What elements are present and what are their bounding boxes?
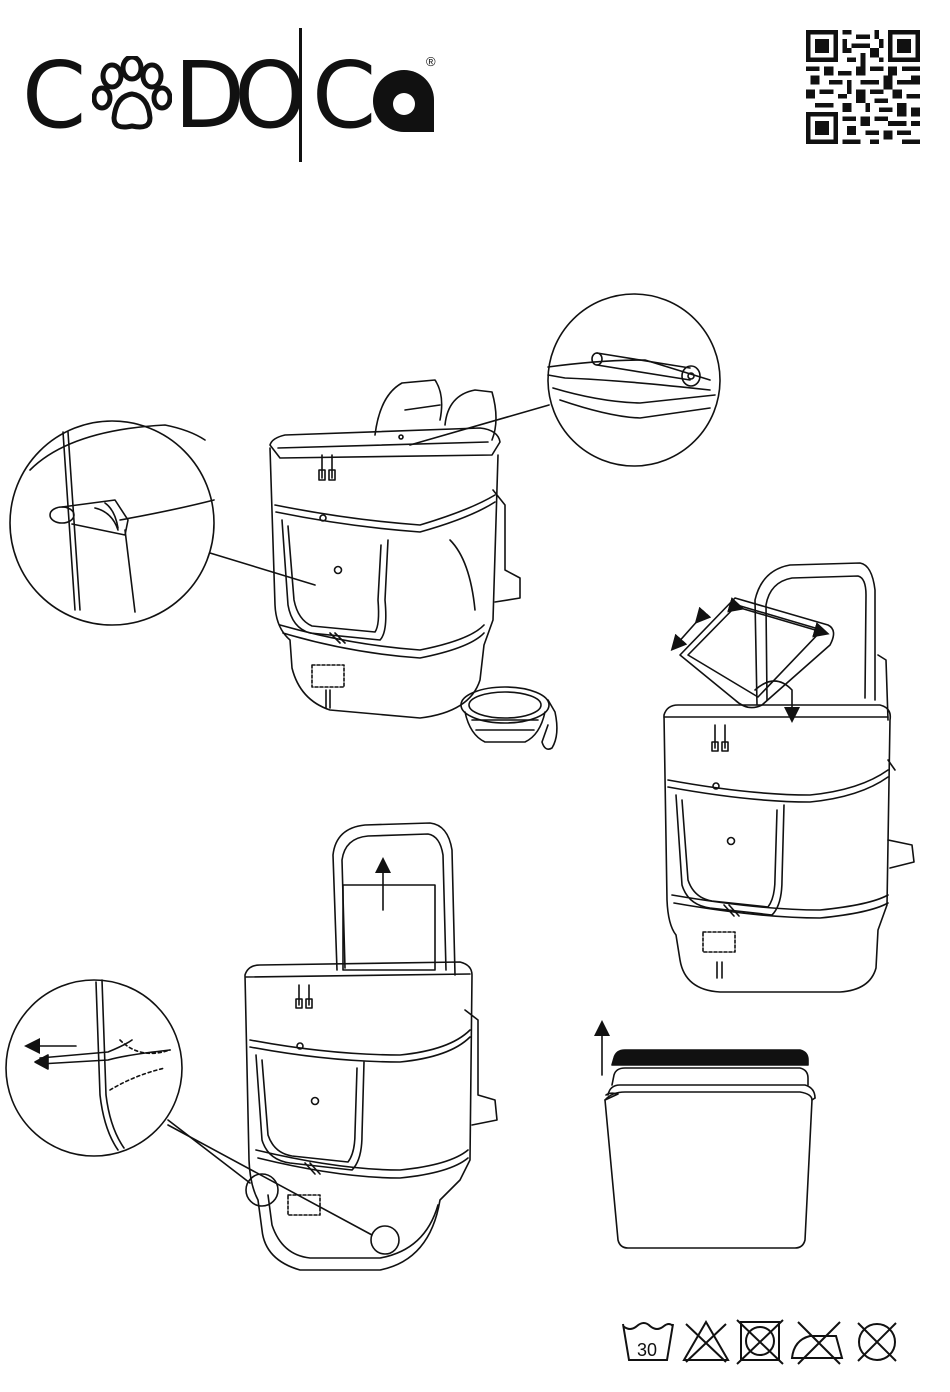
detail-roll-top [410, 294, 720, 466]
no-dry-clean-icon [852, 1318, 902, 1366]
collapsible-bowl-illustration [461, 687, 557, 749]
no-bleach-icon [680, 1318, 732, 1366]
detail-side-toggle [10, 421, 315, 625]
wash-temperature: 30 [637, 1340, 657, 1361]
no-tumble-dry-icon [735, 1318, 785, 1366]
no-iron-icon [788, 1318, 846, 1366]
backpack-overview [270, 380, 557, 749]
board-insert-illustration [602, 1028, 815, 1248]
detail-pull-tab [6, 980, 182, 1156]
lid-insert [664, 563, 914, 992]
insert-removal [168, 823, 497, 1270]
care-symbols: 30 [620, 1318, 905, 1366]
